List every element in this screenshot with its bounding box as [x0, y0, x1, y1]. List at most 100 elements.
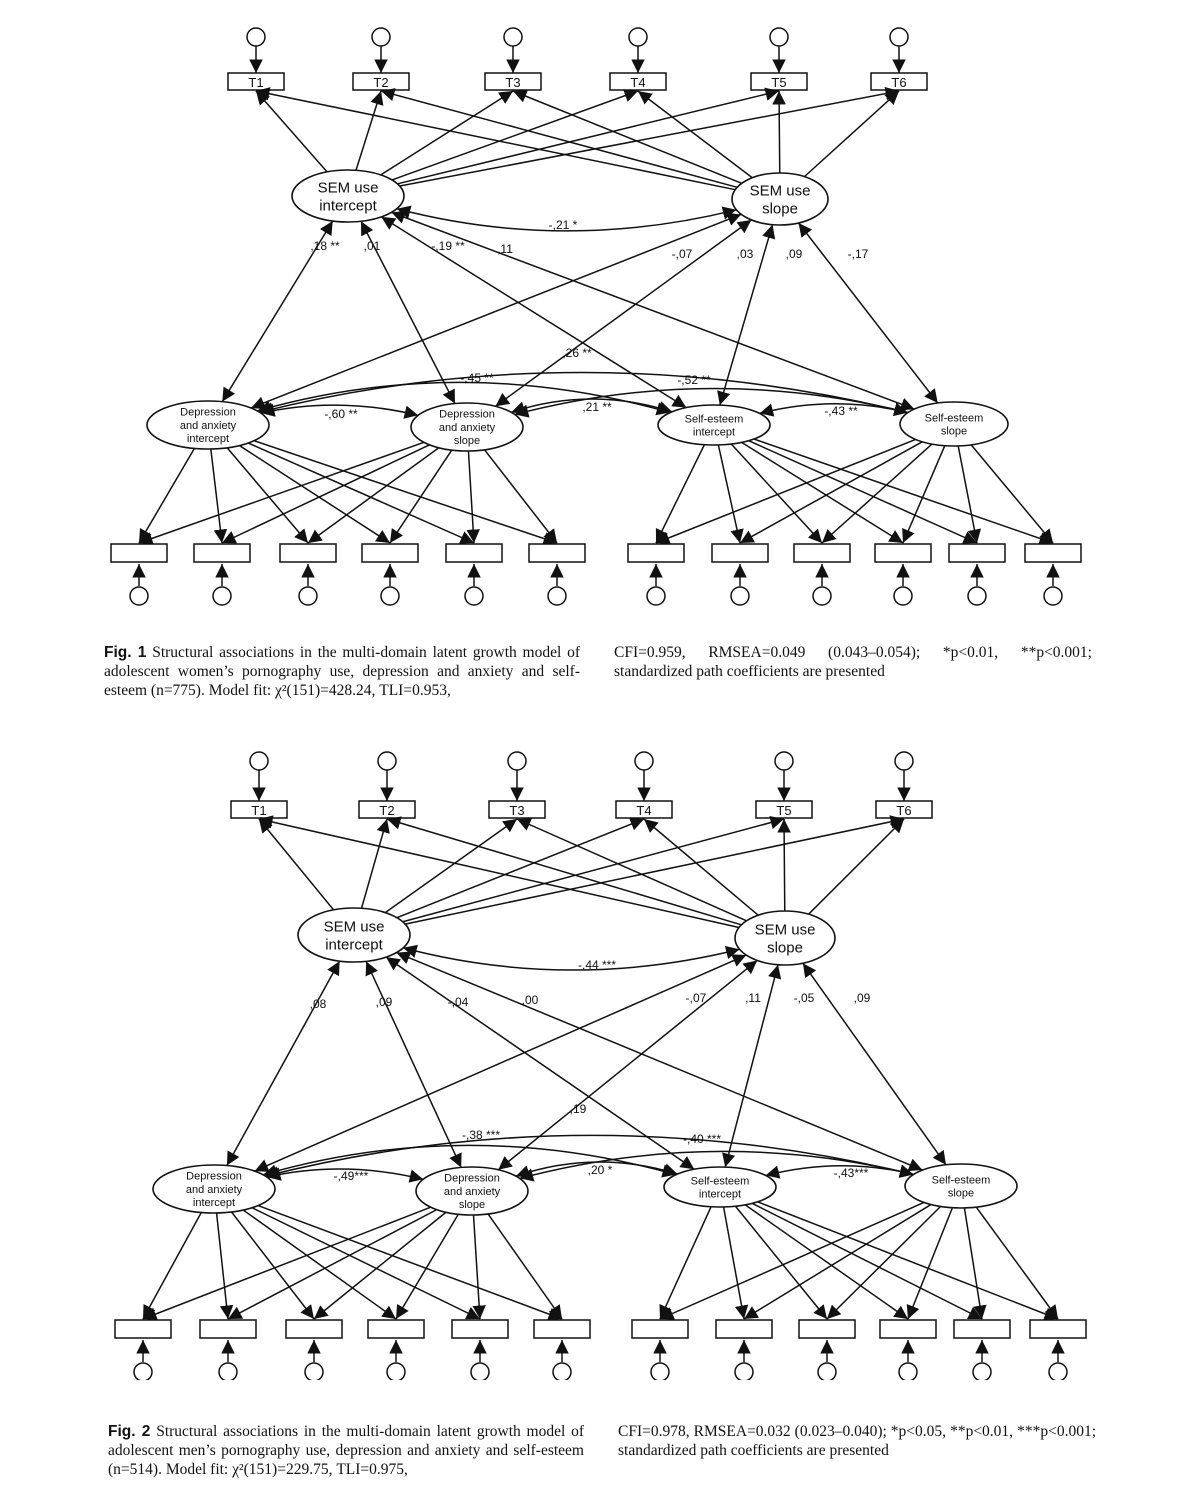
- loading-arrow: [227, 1208, 438, 1320]
- latent-label-se-int: Self-esteem: [691, 1175, 750, 1187]
- loading-arrow: [659, 1201, 925, 1320]
- latent-se-slope: [899, 401, 1009, 447]
- error-term-circle: [304, 1362, 324, 1380]
- observed-box: [285, 1319, 343, 1339]
- loading-arrow: [313, 1211, 447, 1320]
- loading-arrow: [391, 89, 639, 181]
- loading-arrow: [402, 815, 785, 923]
- long-covariance-2: [265, 1134, 914, 1180]
- error-term-circle: [380, 586, 400, 606]
- observed-label-t4: T4: [630, 75, 645, 90]
- coefficient-c5: -,07: [686, 991, 707, 1005]
- loading-arrow: [405, 815, 905, 925]
- observed-label-t2: T2: [379, 803, 394, 818]
- structural-path: [365, 961, 462, 1168]
- observed-label-t6: T6: [891, 75, 906, 90]
- sem-covariance: [396, 205, 737, 232]
- error-term-circle: [547, 586, 567, 606]
- observed-box: [193, 543, 251, 563]
- coefficient-long2: ,19: [570, 1102, 587, 1116]
- coefficient-long2: ,26 **: [562, 346, 592, 360]
- observed-label-t1: T1: [251, 803, 266, 818]
- sem-covariance: [403, 944, 740, 971]
- loading-arrow: [253, 440, 558, 546]
- latent-label-dep-slope: Depression: [444, 1173, 500, 1185]
- observed-label-t5: T5: [771, 75, 786, 90]
- coefficient-c3: -,04: [448, 995, 469, 1009]
- coefficient-long3: -,52 **: [677, 373, 711, 387]
- loading-arrow: [744, 1204, 909, 1320]
- coefficient-c6: ,03: [737, 247, 754, 261]
- structural-path: [722, 964, 782, 1168]
- error-term-circle: [129, 586, 149, 606]
- latent-label-se-int: Self-esteem: [685, 413, 744, 425]
- loading-arrow: [722, 1206, 749, 1320]
- latent-se-int: [657, 404, 771, 446]
- observed-box: [953, 1319, 1011, 1339]
- observed-box-t4: [609, 72, 667, 91]
- loading-arrow: [821, 443, 933, 544]
- coefficient-sem-cov: -,44 ***: [578, 958, 616, 972]
- loading-arrow: [138, 441, 425, 545]
- long-covariance-2: [259, 371, 908, 416]
- observed-box: [948, 543, 1006, 563]
- loading-arrow: [516, 818, 747, 922]
- coefficient-dep-se_int: ,20 *: [588, 1163, 613, 1177]
- latent-label-dep-slope: and anxiety: [444, 1186, 501, 1198]
- error-term-circle: [371, 27, 391, 47]
- coefficient-c6: ,11: [745, 991, 761, 1005]
- observed-box-t6: [870, 72, 928, 91]
- loading-arrow: [772, 90, 786, 174]
- latent-label-sem-int: SEM use: [318, 179, 379, 196]
- loading-arrow: [808, 818, 905, 915]
- loading-arrow: [380, 90, 514, 176]
- latent-label-dep-int: Depression: [186, 1171, 242, 1183]
- loading-arrow: [386, 816, 742, 926]
- loading-arrow: [637, 90, 753, 179]
- loading-arrow: [906, 1207, 954, 1320]
- observed-label-t5: T5: [776, 803, 791, 818]
- loading-arrow: [247, 442, 475, 544]
- latent-label-dep-slope: slope: [459, 1199, 485, 1211]
- latent-dep-slope: [410, 402, 524, 452]
- loading-arrow: [777, 818, 791, 912]
- error-term-circle: [634, 751, 654, 771]
- observed-label-t2: T2: [373, 75, 388, 90]
- loading-arrow: [757, 1201, 1059, 1321]
- loading-arrow: [251, 1207, 481, 1320]
- loading-arrow: [957, 445, 982, 544]
- figure-1-caption-text: Structural associations in the multi-dom…: [104, 644, 580, 699]
- loading-arrow: [242, 1209, 397, 1320]
- figure-1-caption-right: CFI=0.959, RMSEA=0.049 (0.043–0.054); *p…: [614, 643, 1092, 681]
- observed-box: [110, 543, 168, 563]
- loading-arrow: [230, 1211, 315, 1320]
- loading-arrow: [748, 440, 978, 544]
- latent-label-sem-int: SEM use: [324, 918, 385, 935]
- latent-label-dep-int: intercept: [187, 433, 229, 445]
- error-term-circle: [133, 1362, 153, 1380]
- structural-path: [226, 960, 341, 1166]
- latent-label-dep-int: intercept: [193, 1197, 235, 1209]
- latent-label-sem-int: intercept: [319, 197, 377, 214]
- coefficient-dep-cov: -,60 **: [324, 407, 358, 421]
- loading-arrow: [255, 87, 736, 191]
- figure-2-caption-text: Structural associations in the multi-dom…: [108, 1423, 584, 1478]
- error-term-circle: [967, 586, 987, 606]
- structural-path: [797, 222, 939, 404]
- loading-arrow: [963, 1207, 987, 1320]
- latent-label-dep-slope: Depression: [439, 409, 495, 421]
- error-term-circle: [893, 586, 913, 606]
- observed-box-t4: [615, 800, 673, 819]
- coefficient-c2: ,09: [376, 995, 393, 1009]
- structural-path: [802, 962, 947, 1166]
- error-term-circle: [1048, 1362, 1068, 1380]
- loading-arrow: [659, 1206, 712, 1320]
- error-term-circle: [212, 586, 232, 606]
- loading-arrow: [751, 1202, 983, 1320]
- latent-label-dep-slope: and anxiety: [439, 422, 496, 434]
- structural-path: [385, 956, 695, 1170]
- error-term-circle: [898, 1362, 918, 1380]
